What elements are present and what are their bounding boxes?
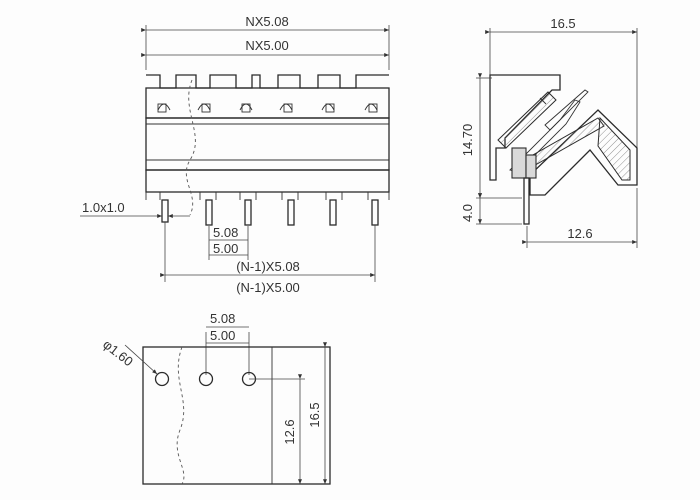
- footprint-pitch-500: 5.00: [210, 328, 235, 343]
- screw-wells: [157, 103, 378, 113]
- hole-diameter-label: φ1.60: [100, 337, 136, 370]
- front-top-dimensions: NX5.08 NX5.00: [141, 14, 390, 70]
- footprint-depth-label: 16.5: [307, 402, 322, 427]
- front-span-dimensions: (N-1)X5.08 (N-1)X5.00: [160, 222, 376, 295]
- side-pin-dimension: 4.0: [460, 193, 522, 225]
- front-pitch-508: 5.08: [213, 225, 238, 240]
- footprint-row-offset-label: 12.6: [282, 419, 297, 444]
- side-pin-label: 4.0: [460, 204, 475, 222]
- hole-1: [154, 371, 170, 387]
- front-body: [145, 74, 390, 216]
- span-500-label: (N-1)X5.00: [236, 280, 300, 295]
- hole-diameter-dimension: φ1.60: [100, 337, 158, 375]
- front-pins: [161, 199, 379, 226]
- side-depth-label: 12.6: [567, 226, 592, 241]
- nx508-label: NX5.08: [245, 14, 288, 29]
- footprint-view: 5.08 5.00 φ1.60 12.6 16.5: [100, 311, 331, 485]
- hole-2: [198, 371, 214, 387]
- side-housing: [489, 74, 638, 196]
- side-width-label: 16.5: [550, 16, 575, 31]
- nx500-label: NX5.00: [245, 38, 288, 53]
- footprint-outline: [142, 346, 331, 485]
- break-line: [185, 79, 196, 216]
- side-view: 16.5 14.70 4.0: [460, 16, 638, 248]
- front-view: NX5.08 NX5.00: [80, 14, 390, 295]
- footprint-pitch-508: 5.08: [210, 311, 235, 326]
- pin-size-dimension: 1.0x1.0: [80, 200, 190, 218]
- pin-size-label: 1.0x1.0: [82, 200, 125, 215]
- front-pitch-dimensions: 5.08 5.00: [208, 225, 249, 260]
- side-height-dimension: 14.70: [460, 73, 522, 199]
- footprint-holes: [154, 371, 257, 387]
- footprint-pitch-dimensions: 5.08 5.00: [205, 311, 250, 375]
- side-depth-dimension: 12.6: [522, 188, 638, 248]
- side-height-label: 14.70: [460, 124, 475, 157]
- front-pitch-500: 5.00: [213, 241, 238, 256]
- side-pin: [523, 177, 530, 225]
- footprint-depth-dimensions: 12.6 16.5: [249, 342, 327, 484]
- footprint-break-line: [176, 346, 185, 485]
- span-508-label: (N-1)X5.08: [236, 259, 300, 274]
